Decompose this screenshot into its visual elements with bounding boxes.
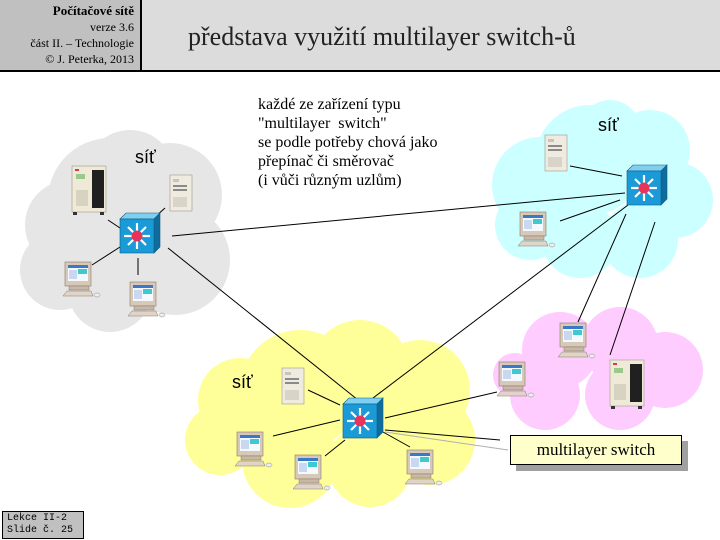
slide-footer: Lekce II-2 Slide č. 25 [2,511,84,539]
lesson-label: Lekce II-2 [7,513,68,524]
explanation-note: každé ze zařízení typu "multilayer switc… [258,95,438,190]
server-tower-icon [169,174,193,212]
callout-pointer [384,431,509,451]
server-icon [609,359,645,410]
network-label-left: síť [135,147,156,167]
server-tower-icon [281,367,305,405]
links [91,165,656,457]
slide-number: Slide č. 25 [7,525,74,536]
course-part: část II. – Technologie [30,36,134,50]
multilayer-switch-callout: multilayer switch [510,435,682,465]
server-tower-icon [544,134,568,172]
multilayer-switch-icon[interactable] [118,211,162,255]
version: verze 3.6 [90,20,134,34]
slide-title: představa využití multilayer switch-ů [188,22,576,51]
cloud-top-right [492,100,713,278]
note-line: přepínač či směrovač [258,153,394,170]
title-bar: představa využití multilayer switch-ů [142,0,720,72]
course-info-panel: Počítačové sítě verze 3.6 část II. – Tec… [0,0,142,72]
network-label-top-right: síť [598,115,619,135]
note-line: (i vůči různým uzlům) [258,172,402,189]
course-name: Počítačové sítě [52,3,134,18]
note-line: "multilayer switch" [258,115,387,132]
note-line: se podle potřeby chová jako [258,134,438,151]
note-line: každé ze zařízení typu [258,96,401,113]
network-label-bottom: síť [232,372,253,392]
multilayer-switch-icon[interactable] [341,396,385,440]
copyright: © J. Peterka, 2013 [45,52,134,66]
server-icon [71,165,107,216]
multilayer-switch-icon[interactable] [625,163,669,207]
